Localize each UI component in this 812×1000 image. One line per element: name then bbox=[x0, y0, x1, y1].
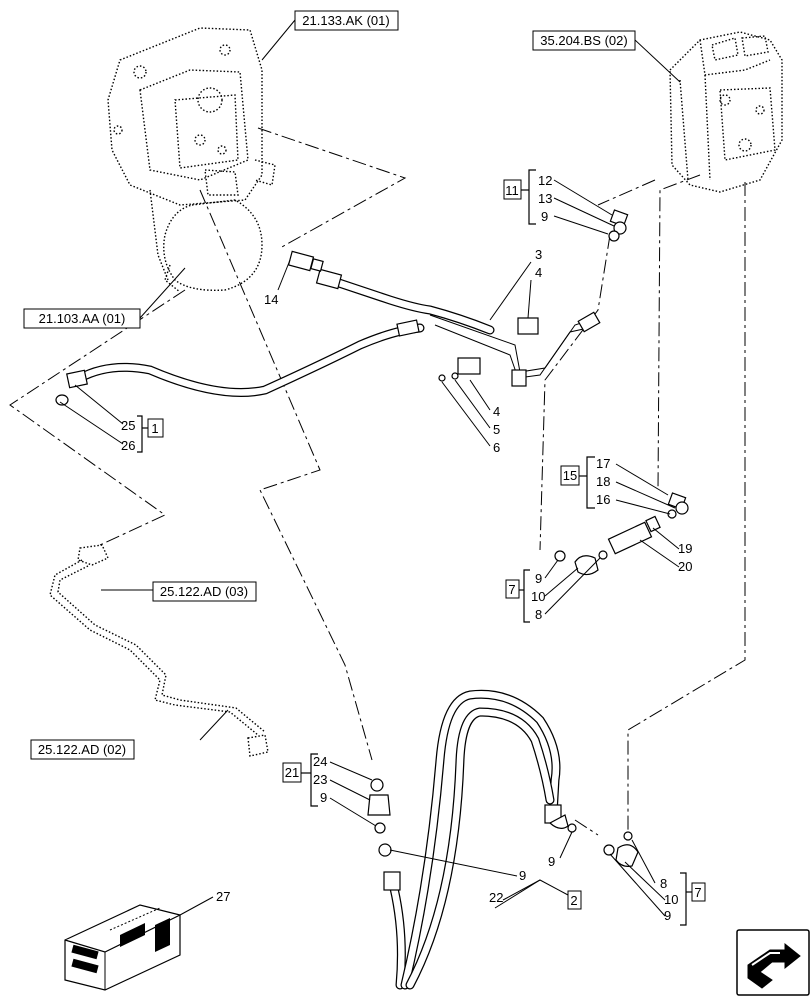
ref-35204bs[interactable]: 35.204.BS (02) bbox=[532, 30, 636, 51]
ref-21103aa[interactable]: 21.103.AA (01) bbox=[23, 308, 141, 329]
callout-8: 8 bbox=[535, 607, 542, 622]
callout-3: 3 bbox=[535, 247, 542, 262]
callout-9: 9 bbox=[535, 571, 542, 586]
callout-10: 10 bbox=[531, 589, 545, 604]
ref-21133ak[interactable]: 21.133.AK (01) bbox=[294, 10, 399, 31]
elbow-kit-7-lower bbox=[603, 831, 639, 867]
ref-25122ad02-label: 25.122.AD (02) bbox=[38, 742, 126, 757]
wire-harness-25122ad bbox=[49, 544, 269, 757]
next-page-arrow-icon[interactable] bbox=[736, 929, 810, 996]
callout-9: 9 bbox=[519, 868, 526, 883]
callout-9: 9 bbox=[320, 790, 327, 805]
callout-27: 27 bbox=[216, 889, 230, 904]
ref-35204bs-label: 35.204.BS (02) bbox=[540, 33, 627, 48]
fitting-kit-11 bbox=[608, 209, 629, 242]
callout-4: 4 bbox=[535, 265, 542, 280]
ref-21133ak-label: 21.133.AK (01) bbox=[302, 13, 389, 28]
kit-15-label: 15 bbox=[563, 468, 577, 483]
callout-16: 16 bbox=[596, 492, 610, 507]
callout-26: 26 bbox=[121, 438, 135, 453]
callout-14: 14 bbox=[264, 292, 278, 307]
hose-assembly-22 bbox=[383, 689, 577, 990]
connector-14 bbox=[287, 250, 324, 272]
callout-17: 17 bbox=[596, 456, 610, 471]
kit-11: 11 bbox=[503, 169, 536, 225]
callout-numbers: 12 13 9 3 4 14 4 5 6 25 26 17 18 16 19 2… bbox=[121, 173, 692, 923]
valve-assembly-35204bs bbox=[669, 31, 783, 193]
parts-crate-icon bbox=[64, 904, 181, 991]
hose-assembly-1 bbox=[55, 319, 425, 406]
leader-lines bbox=[59, 19, 681, 917]
coupler-19-20 bbox=[607, 515, 661, 555]
ref-25122ad02[interactable]: 25.122.AD (02) bbox=[30, 739, 135, 760]
kit-7-lower-label: 7 bbox=[694, 885, 701, 900]
tube-assembly-3 bbox=[315, 268, 601, 387]
callout-10: 10 bbox=[664, 892, 678, 907]
callout-12: 12 bbox=[538, 173, 552, 188]
kit-7-lower: 7 bbox=[680, 872, 706, 926]
callout-9: 9 bbox=[541, 209, 548, 224]
ref-21103aa-label: 21.103.AA (01) bbox=[39, 311, 126, 326]
kit-15: 15 bbox=[560, 456, 595, 509]
callout-8: 8 bbox=[660, 876, 667, 891]
kit-7-upper-label: 7 bbox=[508, 582, 515, 597]
kit-11-label: 11 bbox=[505, 183, 519, 198]
ref-25122ad03[interactable]: 25.122.AD (03) bbox=[152, 581, 257, 602]
elbow-kit-7-upper bbox=[554, 550, 608, 576]
fitting-kit-21 bbox=[367, 778, 392, 857]
callout-18: 18 bbox=[596, 474, 610, 489]
callout-19: 19 bbox=[678, 541, 692, 556]
ref-25122ad03-label: 25.122.AD (03) bbox=[160, 584, 248, 599]
kit-1: 1 bbox=[137, 415, 164, 453]
callout-6: 6 bbox=[493, 440, 500, 455]
callout-4: 4 bbox=[493, 404, 500, 419]
kit-21-label: 21 bbox=[285, 765, 299, 780]
callout-9: 9 bbox=[548, 854, 555, 869]
kit-2: 2 bbox=[567, 890, 582, 910]
callout-25: 25 bbox=[121, 418, 135, 433]
callout-5: 5 bbox=[493, 422, 500, 437]
callout-20: 20 bbox=[678, 559, 692, 574]
callout-13: 13 bbox=[538, 191, 552, 206]
kit-7-upper: 7 bbox=[505, 569, 530, 623]
valve-assembly-21133ak bbox=[107, 27, 276, 293]
kit-21: 21 bbox=[282, 753, 318, 807]
callout-22: 22 bbox=[489, 890, 503, 905]
callout-9: 9 bbox=[664, 908, 671, 923]
callout-23: 23 bbox=[313, 772, 327, 787]
connection-lines bbox=[9, 127, 746, 836]
fitting-kit-15 bbox=[667, 492, 689, 519]
callout-24: 24 bbox=[313, 754, 327, 769]
kit-2-label: 2 bbox=[570, 893, 577, 908]
kit-1-label: 1 bbox=[151, 421, 158, 436]
